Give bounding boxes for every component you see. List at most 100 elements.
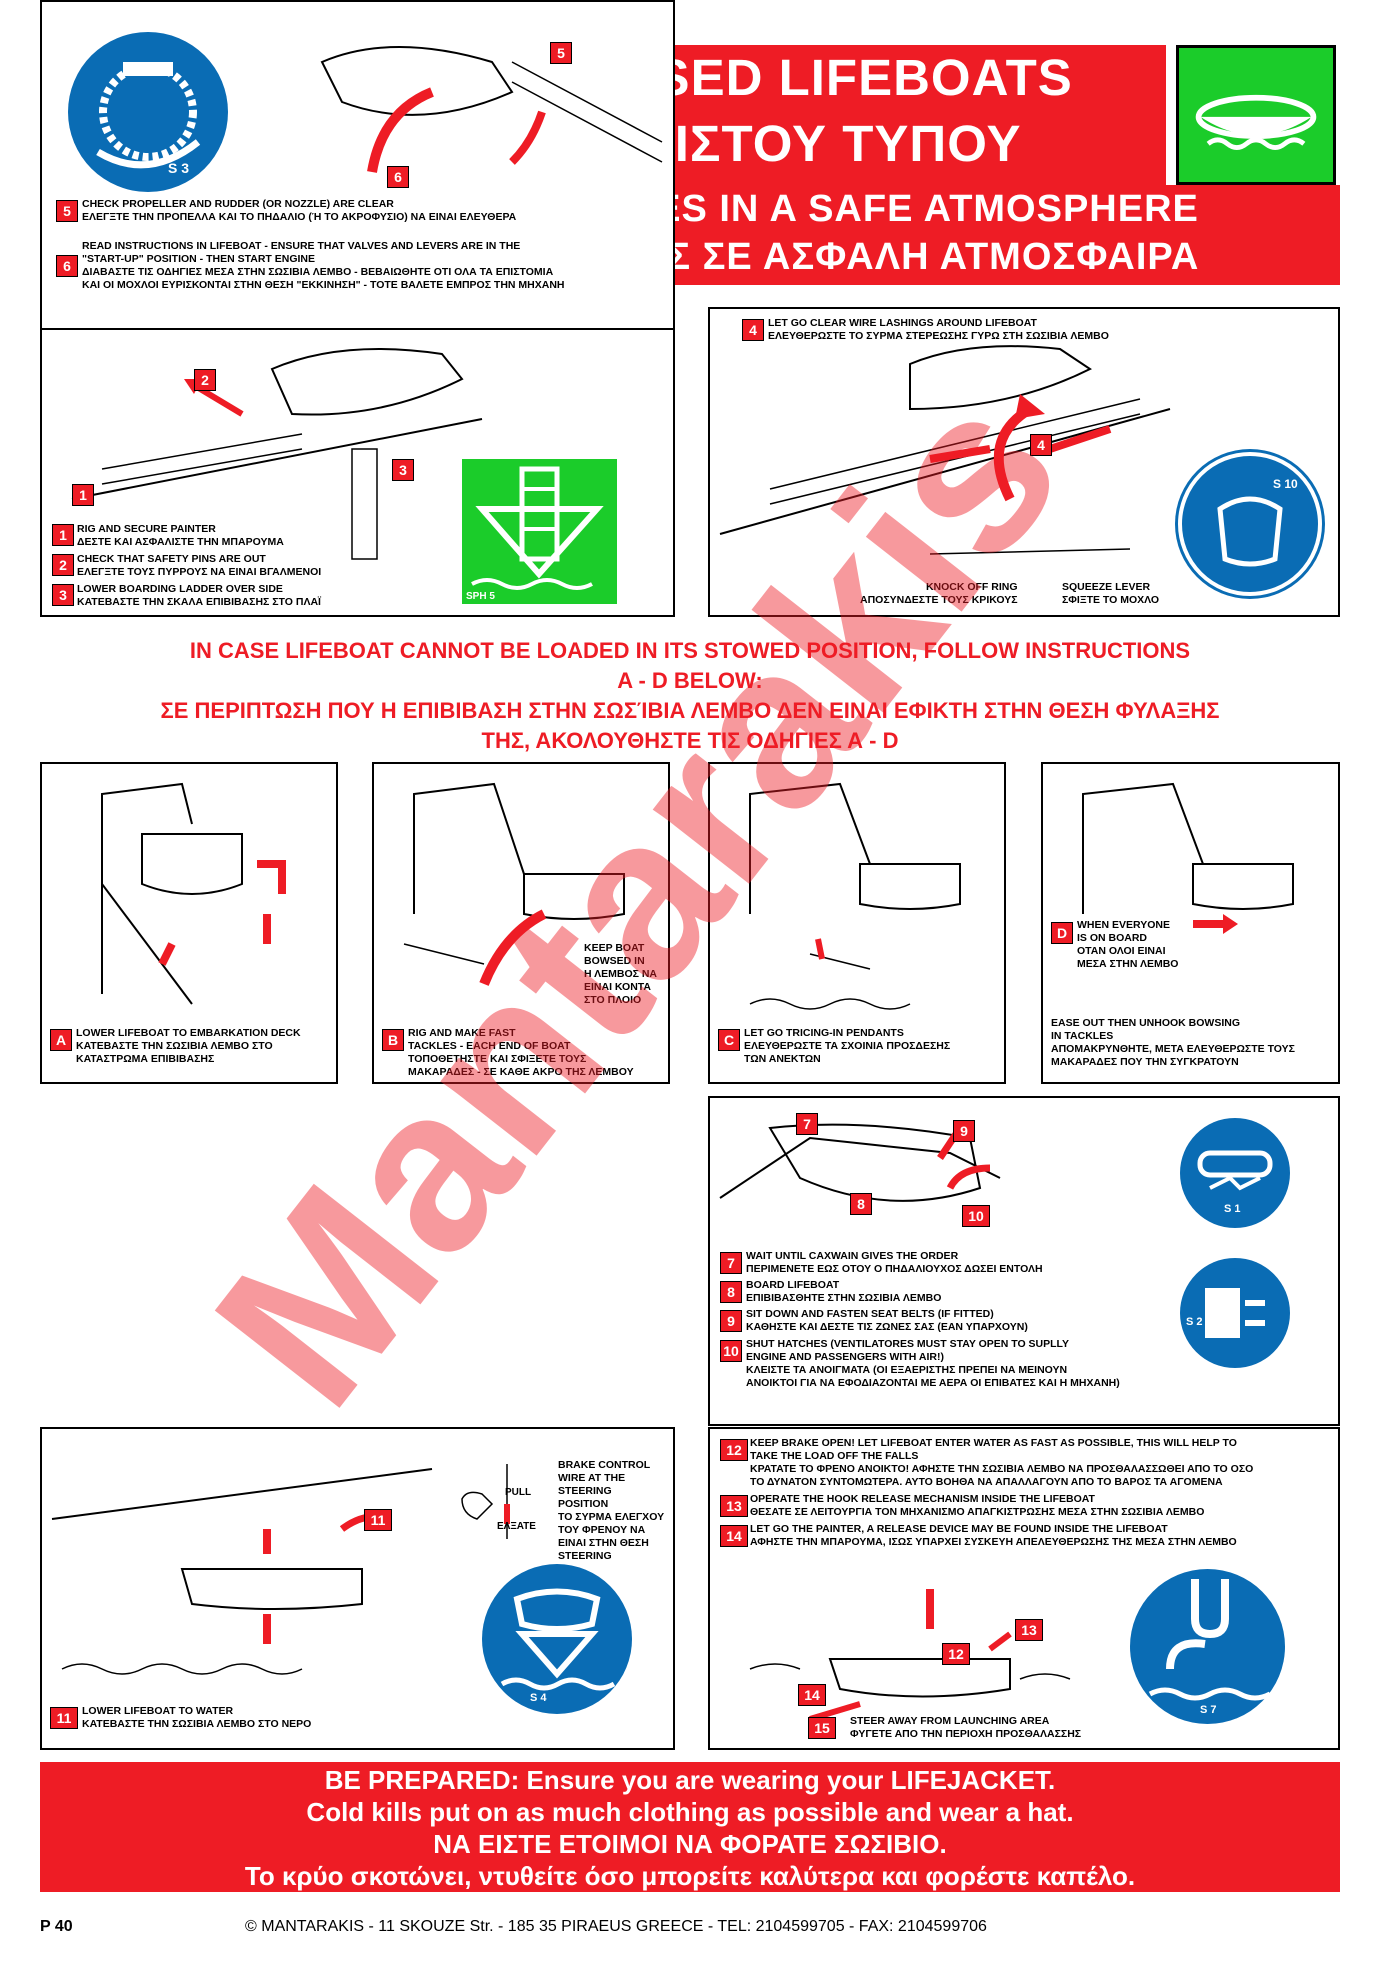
- sign-label: S 2: [1186, 1316, 1203, 1328]
- brake-7: STEERING: [558, 1550, 612, 1562]
- step-number-11-diagram: 11: [364, 1509, 392, 1531]
- step-9-en: SIT DOWN AND FASTEN SEAT BELTS (IF FITTE…: [746, 1308, 994, 1320]
- knock-gr: ΑΠΟΣΥΝΔΕΣΤΕ ΤΟΥΣ ΚΡΙΚΟΥΣ: [860, 594, 1018, 606]
- step-d-en2: IN TACKLES: [1051, 1030, 1114, 1042]
- brake-2: STEERING: [558, 1485, 612, 1497]
- step-5-en: CHECK PROPELLER AND RUDDER (OR NOZZLE) A…: [82, 198, 394, 210]
- sign-label: S 3: [168, 160, 190, 176]
- copyright-text: © MANTARAKIS - 11 SKOUZE Str. - 185 35 P…: [245, 1918, 987, 1935]
- bottom-line-3: ΝΑ ΕΙΣΤΕ ΕΤΟΙΜΟΙ ΝΑ ΦΟΡΑΤΕ ΣΩΣΙΒΙΟ.: [433, 1829, 947, 1859]
- warning-line-4: ΤΗΣ, ΑΚΟΛΟΥΘΗΣΤΕ ΤΙΣ ΟΔΗΓΙΕΣ Α - D: [481, 728, 899, 753]
- brake-4: ΤΟ ΣΥΡΜΑ ΕΛΕΓΧΟΥ: [558, 1511, 665, 1523]
- step-b-en2: TACKLES - EACH END OF BOAT: [408, 1040, 571, 1052]
- step-12-gr1: ΚΡΑΤΑΤΕ ΤΟ ΦΡΕΝΟ ΑΝΟΙΚΤΟ! ΑΦΗΣΤΕ ΤΗΝ ΣΩΣ…: [750, 1463, 1254, 1475]
- warning-line-1: IN CASE LIFEBOAT CANNOT BE LOADED IN ITS…: [189, 638, 1191, 663]
- step-6-gr1: ΔΙΑΒΑΣΤΕ ΤΙΣ ΟΔΗΓΙΕΣ ΜΕΣΑ ΣΤΗΝ ΣΩΣΙΒΙΑ Λ…: [82, 266, 554, 278]
- keep-1: KEEP BOAT: [584, 942, 645, 954]
- step-10-gr2: ΑΝΟΙΚΤΟΙ ΓΙΑ ΝΑ ΕΦΟΔΙΑΖΟΝΤΑΙ ΜΕ ΑΕΡΑ ΟΙ …: [746, 1377, 1120, 1389]
- step-d-gr2: ΜΑΚΑΡΑΔΕΣ ΠΟΥ ΤΗΝ ΣΥΓΚΡΑΤΟΥΝ: [1051, 1056, 1239, 1068]
- davit-illustration-b: [403, 782, 625, 986]
- step-5-gr: ΕΛΕΓΞΤΕ ΤΗΝ ΠΡΟΠΕΛΛΑ ΚΑΙ ΤΟ ΠΗΔΑΛΙΟ (Ή Τ…: [82, 211, 517, 223]
- lifeboat-sign-logo: [1176, 45, 1336, 185]
- step-number-3: 3: [392, 459, 414, 481]
- step-c-gr1: ΕΛΕΥΘΕΡΩΣΤΕ ΤΑ ΣΧΟΙΝΙΑ ΠΡΟΣΔΕΣΗΣ: [744, 1040, 951, 1052]
- davit-illustration-a: [101, 782, 286, 1005]
- step-number-9: 9: [720, 1310, 742, 1332]
- step-4-en: LET GO CLEAR WIRE LASHINGS AROUND LIFEBO…: [768, 317, 1037, 329]
- step-letter-a: A: [50, 1029, 72, 1051]
- sign-label: S 7: [1200, 1704, 1217, 1716]
- step-number-3-text: 3: [52, 584, 74, 606]
- step-number-10-diagram: 10: [962, 1205, 990, 1227]
- s4-mandatory-sign: S 4: [482, 1564, 632, 1714]
- step-number-15-diagram: 15: [808, 1717, 836, 1739]
- ladder-sign: SPH 5: [462, 459, 617, 604]
- step-9-text: SIT DOWN AND FASTEN SEAT BELTS (IF FITTE…: [746, 1308, 1028, 1334]
- panel-step-11: 11 PULL ΕΛΞΑΤΕ BRAKE CONTROL WIRE AT THE…: [40, 1427, 675, 1750]
- step-14-text: LET GO THE PAINTER, A RELEASE DEVICE MAY…: [750, 1523, 1237, 1549]
- pull-gr-label: ΕΛΞΑΤΕ: [497, 1521, 536, 1532]
- step-1-gr: ΔΕΣΤΕ ΚΑΙ ΑΣΦΑΛΙΣΤΕ ΤΗΝ ΜΠΑΡΟΥΜΑ: [77, 536, 284, 548]
- instructions-warning: IN CASE LIFEBOAT CANNOT BE LOADED IN ITS…: [40, 636, 1340, 756]
- step-number-1: 1: [72, 484, 94, 506]
- step-number-4: 4: [742, 319, 764, 341]
- be-prepared-banner: BE PREPARED: Ensure you are wearing your…: [40, 1762, 1340, 1892]
- step-number-6: 6: [56, 255, 78, 277]
- engine-start-illustration: [320, 46, 663, 173]
- davit-illustration-d: [1082, 782, 1294, 934]
- release-illustration: [749, 1589, 1071, 1722]
- step-number-12: 12: [720, 1439, 748, 1461]
- seatbelt-icon: [1205, 1288, 1265, 1338]
- step-7-en: WAIT UNTIL CAXWAIN GIVES THE ORDER: [746, 1250, 959, 1262]
- poster-code: P 40: [40, 1918, 73, 1935]
- step-number-2-text: 2: [52, 554, 74, 576]
- step-b-gr1: ΤΟΠΟΘΕΤΗΣΤΕ ΚΑΙ ΣΦΙΞΕΤΕ ΤΟΥΣ: [408, 1053, 587, 1065]
- step-15-gr: ΦΥΓΕΤΕ ΑΠΟ ΤΗΝ ΠΕΡΙΟΧΗ ΠΡΟΣΘΑΛΑΣΣΗΣ: [850, 1728, 1082, 1740]
- step-15-en: STEER AWAY FROM LAUNCHING AREA: [850, 1715, 1050, 1727]
- lowering-illustration: [51, 1468, 433, 1675]
- bottom-line-4: Το κρύο σκοτώνει, ντυθείτε όσο μπορείτε …: [244, 1861, 1136, 1891]
- step-1-en: RIG AND SECURE PAINTER: [77, 523, 216, 535]
- warning-line-3: ΣΕ ΠΕΡΙΠΤΩΣΗ ΠΟΥ Η ΕΠΙΒΙΒΑΣΗ ΣΤΗΝ ΣΩΣΊΒΙ…: [160, 698, 1220, 723]
- step-number-14: 14: [720, 1525, 748, 1547]
- step-a-gr2: ΚΑΤΑΣΤΡΩΜΑ ΕΠΙΒΙΒΑΣΗΣ: [76, 1053, 215, 1065]
- step-10-gr1: ΚΛΕΙΣΤΕ ΤΑ ΑΝΟΙΓΜΑΤΑ (ΟΙ ΕΞΑΕΡΙΣΤΗΣ ΠΡΕΠ…: [746, 1364, 1068, 1376]
- hook-release-mechanism-icon: [1148, 1579, 1272, 1701]
- w4: ΜΕΣΑ ΣΤΗΝ ΛΕΜΒΟ: [1077, 958, 1179, 970]
- w1: WHEN EVERYONE: [1077, 919, 1170, 931]
- step-6-gr2: ΚΑΙ ΟΙ ΜΟΧΛΟΙ ΕΥΡΙΣΚΟΝΤΑΙ ΣΤΗΝ ΘΕΣΗ "ΕΚΚ…: [82, 279, 565, 291]
- step-number-12-diagram: 12: [942, 1643, 970, 1665]
- lashings-illustration: [719, 345, 1171, 555]
- knock-en: KNOCK OFF RING: [925, 581, 1018, 593]
- s2-mandatory-sign: S 2: [1180, 1258, 1290, 1368]
- step-number-7: 7: [720, 1252, 742, 1274]
- step-b-en1: RIG AND MAKE FAST: [408, 1027, 516, 1039]
- s10-mandatory-sign: S 10: [1175, 449, 1325, 599]
- step-10-en2: ENGINE AND PASSENGERS WITH AIR!): [746, 1351, 944, 1363]
- step-14-en: LET GO THE PAINTER, A RELEASE DEVICE MAY…: [750, 1523, 1168, 1535]
- brake-pull-figure: PULL ΕΛΞΑΤΕ: [447, 1459, 537, 1549]
- bottom-line-1: BE PREPARED: Ensure you are wearing your…: [324, 1765, 1056, 1795]
- step-6-en2: "START-UP" POSITION - THEN START ENGINE: [82, 253, 315, 265]
- step-number-13: 13: [720, 1495, 748, 1517]
- step-6-en1: READ INSTRUCTIONS IN LIFEBOAT - ENSURE T…: [82, 240, 521, 252]
- step-8-en: BOARD LIFEBOAT: [746, 1279, 840, 1291]
- step-8-gr: ΕΠΙΒΙΒΑΣΘΗΤΕ ΣΤΗΝ ΣΩΣΙΒΙΑ ΛΕΜΒΟ: [746, 1292, 942, 1304]
- step-number-10: 10: [720, 1340, 742, 1362]
- brake-3: POSITION: [558, 1498, 609, 1510]
- step-d-en1: EASE OUT THEN UNHOOK BOWSING: [1051, 1017, 1241, 1029]
